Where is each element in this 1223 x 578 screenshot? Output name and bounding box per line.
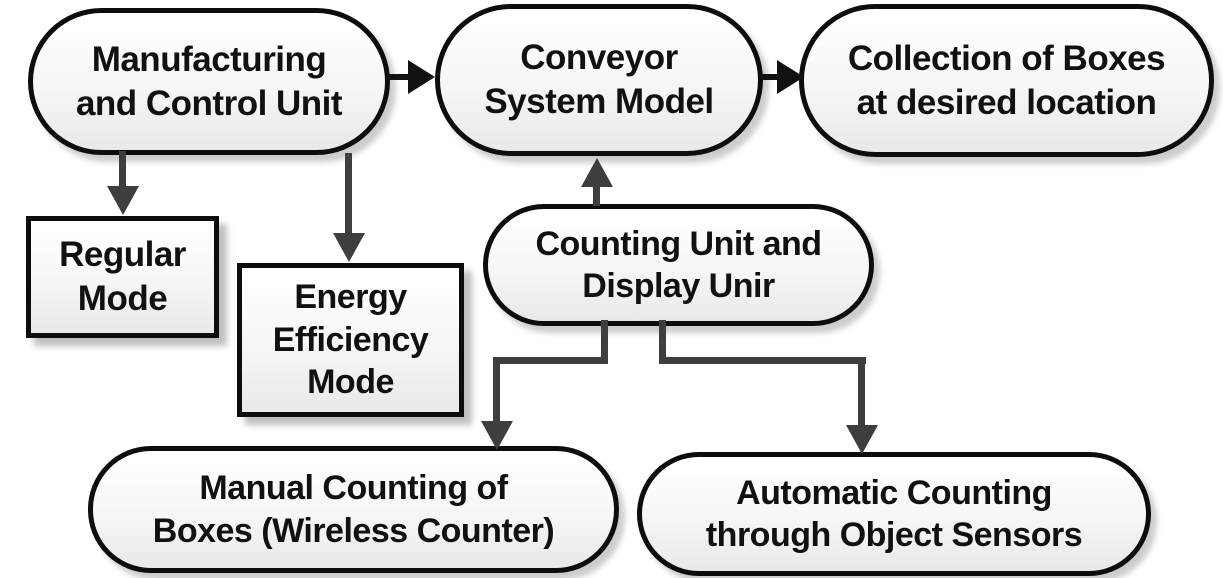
node-regular-mode: Regular Mode [26,216,219,338]
node-label-line: System Model [484,82,714,121]
node-label-line: Manual Counting of [199,469,508,507]
arrow-line [659,357,866,364]
node-label-line: Efficiency [272,320,429,359]
node-label-line: Automatic Counting [736,473,1052,512]
node-label-line: Mode [307,363,394,402]
arrow-line [858,357,865,427]
arrow-line [493,357,608,364]
node-label-line: Collection of Boxes [847,38,1166,78]
node-label-line: Energy [294,278,407,317]
node-label-line: Regular [59,235,186,275]
arrow-line [601,320,608,364]
node-label-line: Boxes (Wireless Counter) [152,511,555,550]
node-label-line: Display Unir [582,267,775,305]
node-collection-of-boxes: Collection of Boxes at desired location [799,4,1214,157]
arrow-line [593,184,600,206]
node-conveyor-system-model: Conveyor System Model [435,4,763,156]
arrow-head-down-icon [107,186,139,215]
node-energy-efficiency-mode: Energy Efficiency Mode [237,263,464,417]
node-manufacturing-and-control-unit: Manufacturing and Control Unit [28,8,390,155]
node-label-line: through Object Sensors [705,516,1083,554]
node-label-line: Manufacturing [91,39,327,79]
node-counting-unit-display-unit: Counting Unit and Display Unir [483,204,874,326]
node-automatic-counting: Automatic Counting through Object Sensor… [637,452,1151,576]
arrow-head-right-icon [408,60,435,94]
arrow-line [659,320,666,364]
arrow-head-right-icon [777,60,804,94]
arrow-line [345,153,352,236]
arrow-head-down-icon [846,425,878,454]
arrow-line [761,74,780,80]
node-label-line: Mode [77,279,168,318]
node-label-line: Counting Unit and [535,224,822,263]
arrow-line [493,357,500,424]
arrow-head-up-icon [581,158,613,187]
node-manual-counting: Manual Counting of Boxes (Wireless Count… [88,446,619,573]
arrow-head-down-icon [481,421,513,450]
node-label-line: at desired location [856,82,1157,122]
node-label-line: Conveyor [520,38,678,78]
arrow-line [119,151,126,189]
arrow-head-down-icon [333,233,365,262]
node-label-line: and Control Unit [75,83,343,123]
arrow-line [388,74,411,80]
